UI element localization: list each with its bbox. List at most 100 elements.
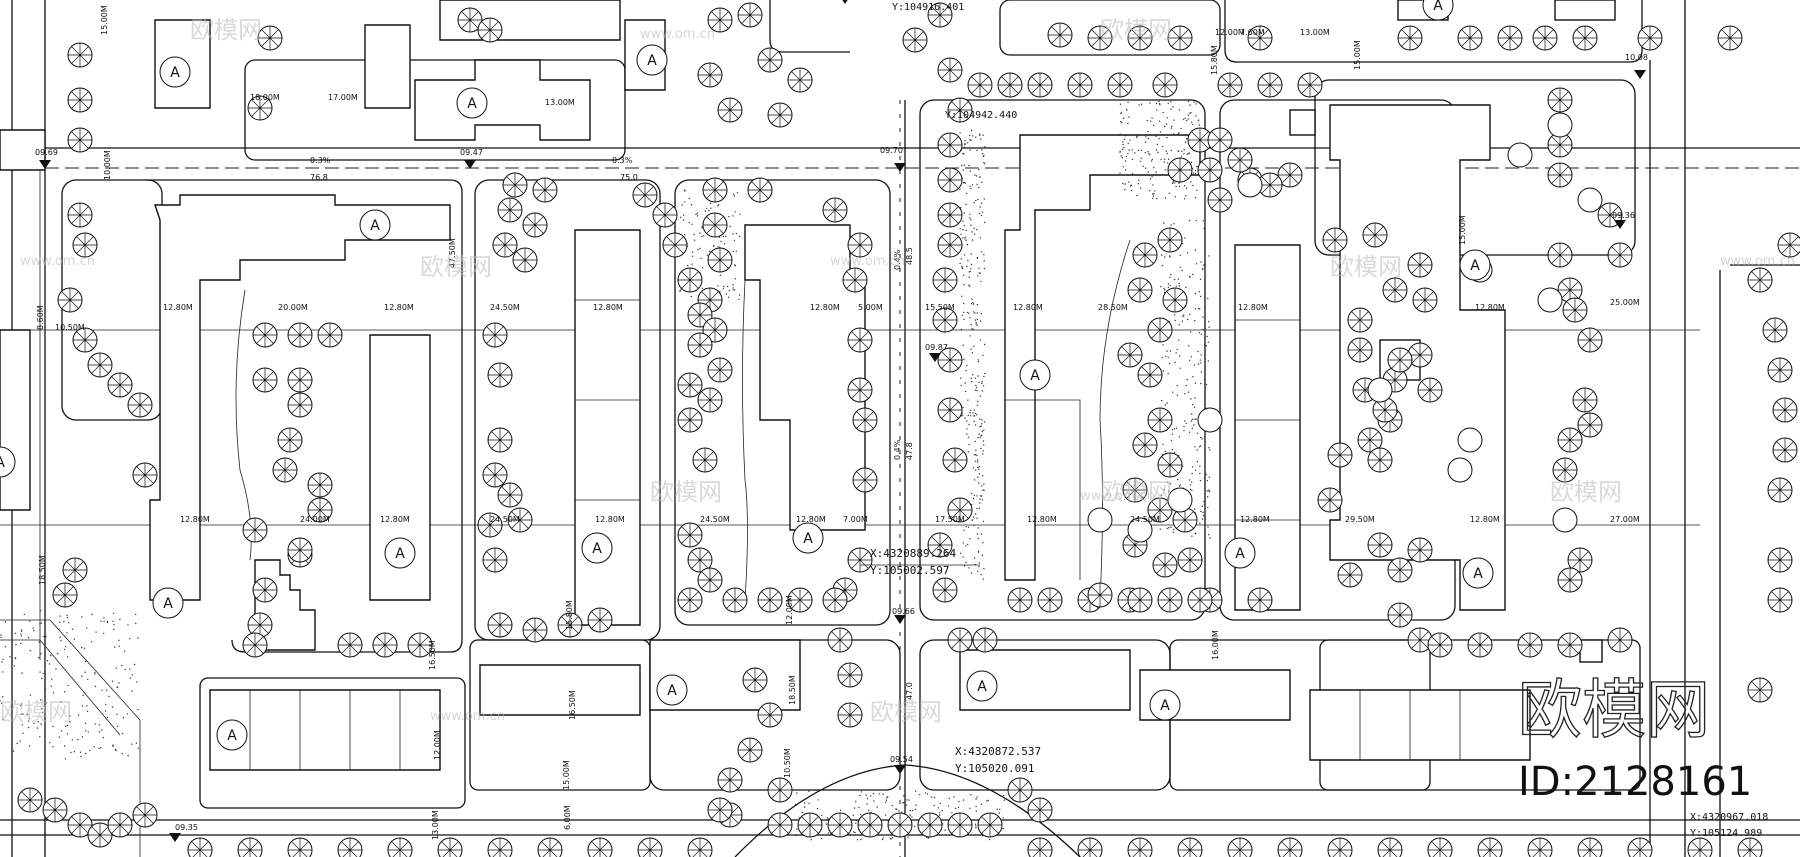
- tree-icon: [1627, 837, 1653, 857]
- tree-icon: [1367, 447, 1393, 473]
- tree-icon: [697, 387, 723, 413]
- tree-icon: [482, 462, 508, 488]
- dimension-label: 27.00M: [1610, 515, 1640, 524]
- dimension-label: 28.50M: [1098, 303, 1128, 312]
- tree-icon: [337, 632, 363, 658]
- tree-icon: [107, 812, 133, 838]
- tree-icon: [1137, 362, 1163, 388]
- tree-icon: [662, 232, 688, 258]
- elevation-marker-icon: [842, 0, 848, 4]
- tree-icon: [1457, 25, 1483, 51]
- dimension-label: 16.50M: [428, 640, 437, 670]
- shrub-icon: [1087, 507, 1113, 533]
- tree-icon: [1772, 437, 1798, 463]
- svg-text:A: A: [467, 96, 477, 112]
- dimension-label: 24.00M: [300, 515, 330, 524]
- tree-icon: [1397, 25, 1423, 51]
- svg-text:A: A: [592, 541, 602, 557]
- dimension-label: 0.3%: [310, 156, 331, 165]
- tree-icon: [822, 197, 848, 223]
- tree-icon: [502, 172, 528, 198]
- shrub-icon: [1197, 407, 1223, 433]
- tree-icon: [487, 427, 513, 453]
- shrub-icon: [1507, 142, 1533, 168]
- tree-icon: [67, 87, 93, 113]
- tree-icon: [1547, 162, 1573, 188]
- dimension-label: 12.00M: [1215, 28, 1245, 37]
- svg-text:A: A: [170, 65, 180, 81]
- dimension-label: 15.00M: [1353, 40, 1362, 70]
- dimension-label: 29.50M: [1345, 515, 1375, 524]
- tree-icon: [702, 177, 728, 203]
- tree-icon: [1767, 547, 1793, 573]
- elevation-label: 09.69: [35, 148, 58, 157]
- ghost-brand: 欧模网: [420, 253, 492, 281]
- svg-text:A: A: [1030, 368, 1040, 384]
- tree-icon: [1127, 837, 1153, 857]
- tree-icon: [1007, 587, 1033, 613]
- tree-icon: [67, 127, 93, 153]
- building-tag-a: A: [1459, 249, 1491, 281]
- tree-icon: [1557, 427, 1583, 453]
- tree-icon: [1107, 72, 1133, 98]
- tree-icon: [67, 42, 93, 68]
- svg-text:A: A: [667, 683, 677, 699]
- tree-icon: [1177, 547, 1203, 573]
- building-tag-a: A: [152, 587, 184, 619]
- tree-icon: [1247, 587, 1273, 613]
- dimension-label: 18.50M: [788, 675, 797, 705]
- tree-icon: [697, 567, 723, 593]
- tree-icon: [57, 287, 83, 313]
- dimension-label: 47.50M: [448, 238, 457, 268]
- tree-icon: [1407, 252, 1433, 278]
- elevation-marker-icon: [894, 163, 906, 172]
- dimension-label: 12.80M: [810, 303, 840, 312]
- svg-text:A: A: [1470, 258, 1480, 274]
- tree-icon: [787, 67, 813, 93]
- tree-icon: [237, 837, 263, 857]
- tree-icon: [1557, 567, 1583, 593]
- svg-text:A: A: [803, 531, 813, 547]
- ghost-url: www.om.cn: [1080, 489, 1155, 504]
- svg-text:A: A: [395, 546, 405, 562]
- tree-icon: [1047, 22, 1073, 48]
- dimension-label: 12.80M: [1013, 303, 1043, 312]
- dimension-label: 48.5: [905, 247, 914, 265]
- tree-icon: [1527, 837, 1553, 857]
- dimension-label: 24.50M: [490, 303, 520, 312]
- tree-icon: [497, 197, 523, 223]
- svg-text:A: A: [0, 455, 5, 471]
- building-tag-a: A: [456, 87, 488, 119]
- dimension-label: 24.50M: [490, 515, 520, 524]
- tree-icon: [1767, 357, 1793, 383]
- ghost-url: www.om.cn: [640, 27, 715, 42]
- tree-icon: [1207, 127, 1233, 153]
- dimension-label: 16.50M: [568, 690, 577, 720]
- tree-icon: [757, 47, 783, 73]
- tree-icon: [1322, 227, 1348, 253]
- tree-icon: [887, 812, 913, 838]
- tree-icon: [1327, 837, 1353, 857]
- dimension-label: 17.50M: [935, 515, 965, 524]
- building-tag-a: A: [159, 56, 191, 88]
- tree-icon: [287, 837, 313, 857]
- tree-icon: [847, 547, 873, 573]
- dimension-label: 18.50M: [38, 555, 47, 585]
- tree-icon: [757, 587, 783, 613]
- tree-icon: [1687, 837, 1713, 857]
- dimension-label: 12.80M: [380, 515, 410, 524]
- dimension-label: 18.00M: [250, 93, 280, 102]
- coord-3-y: Y:105124.989: [1690, 828, 1762, 839]
- tree-icon: [1152, 72, 1178, 98]
- elevation-label: 09.66: [892, 607, 915, 616]
- tree-icon: [717, 97, 743, 123]
- tree-icon: [17, 787, 43, 813]
- tree-icon: [1772, 397, 1798, 423]
- tree-icon: [972, 627, 998, 653]
- dimension-label: 12.80M: [1027, 515, 1057, 524]
- tree-icon: [287, 322, 313, 348]
- tree-icon: [127, 392, 153, 418]
- building-tag-a: A: [1462, 557, 1494, 589]
- tree-icon: [287, 537, 313, 563]
